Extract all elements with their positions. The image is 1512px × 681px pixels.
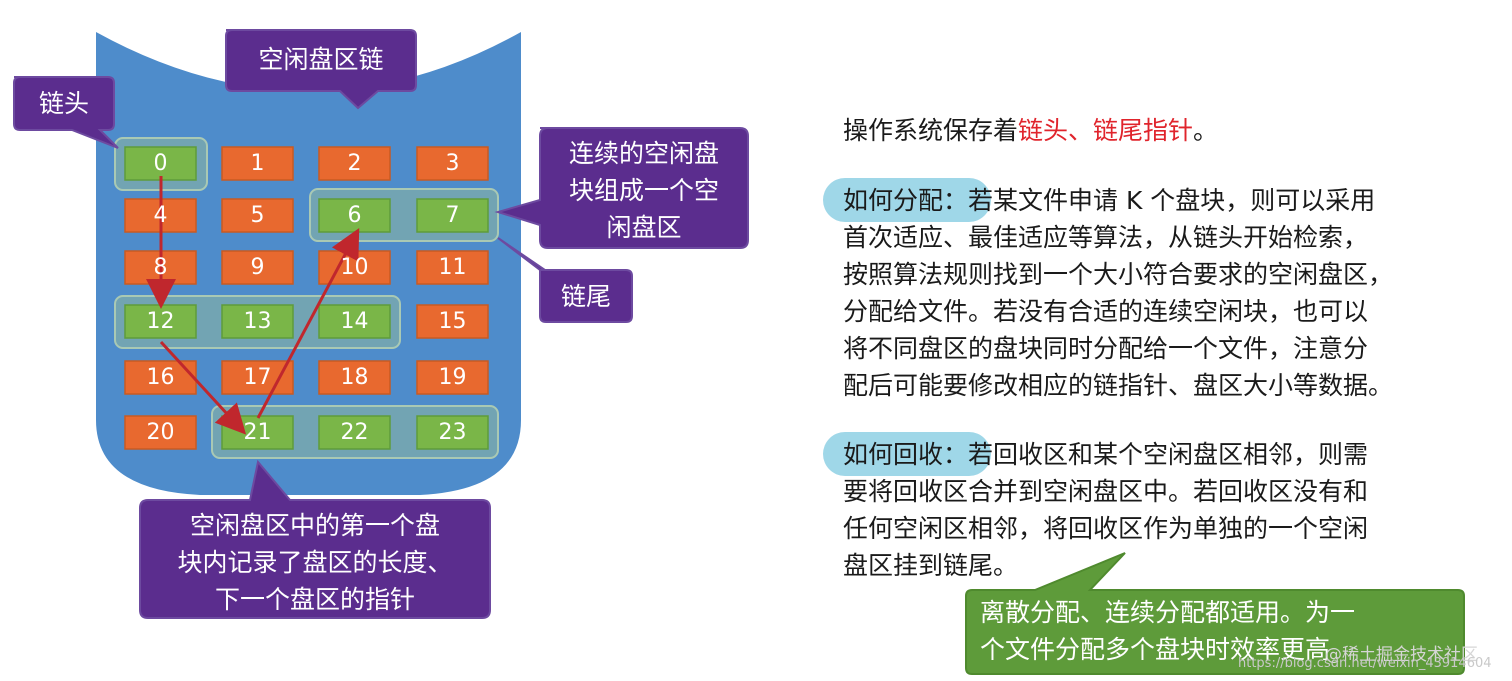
line1-suffix: 。: [1193, 116, 1219, 145]
recycle-label: 如何回收：: [843, 440, 969, 469]
used-block: [416, 360, 489, 395]
chain-arrow-21-to-6: [256, 228, 360, 419]
block-number: 20: [146, 420, 175, 445]
note-line: 离散分配、连续分配都适用。为一: [980, 598, 1356, 627]
alloc-line: 将不同盘区的盘块同时分配给一个文件，注意分: [843, 334, 1369, 363]
tail-callout-box: [497, 237, 633, 323]
free-block: [124, 146, 197, 181]
block-number: 1: [250, 151, 265, 176]
contiguous-callout-box: [494, 127, 749, 249]
note-callout-box: [965, 552, 1465, 675]
alloc-label-highlight: [823, 178, 991, 222]
watermark-community: @稀土掘金技术社区: [1325, 645, 1478, 665]
free-block: [318, 198, 391, 233]
used-block: [416, 146, 489, 181]
block-number: 8: [153, 255, 168, 280]
block-number: 19: [438, 365, 467, 390]
first-block-callout-box: [139, 459, 491, 619]
note-line: 个文件分配多个盘块时效率更高: [980, 635, 1331, 664]
line1-prefix: 操作系统保存着: [843, 116, 1019, 145]
first-block-callout-line: 空闲盘区中的第一个盘: [189, 511, 440, 540]
block-number: 15: [438, 309, 467, 334]
head-callout: 链头: [38, 89, 89, 118]
block-number: 21: [243, 420, 272, 445]
head-callout-box: [13, 76, 119, 149]
first-block-callout-line: 块内记录了盘区的长度、: [177, 548, 453, 577]
used-block: [416, 304, 489, 339]
block-number: 9: [250, 255, 265, 280]
block-number: 0: [153, 151, 168, 176]
free-block: [221, 304, 294, 339]
used-block: [318, 146, 391, 181]
block-number: 4: [153, 203, 168, 228]
free-block: [416, 415, 489, 450]
block-number: 17: [243, 365, 272, 390]
free-block: [124, 304, 197, 339]
used-block: [416, 250, 489, 285]
block-number: 5: [250, 203, 265, 228]
block-number: 11: [438, 255, 467, 280]
block-number: 22: [340, 420, 369, 445]
contiguous-callout-line: 块组成一个空: [568, 176, 719, 205]
free-block: [416, 198, 489, 233]
block-number: 16: [146, 365, 175, 390]
recycle-line: 若回收区和某个空闲盘区相邻，则需: [968, 440, 1369, 469]
alloc-line: 首次适应、最佳适应等算法，从链头开始检索，: [843, 223, 1369, 252]
free-block: [318, 304, 391, 339]
alloc-line: 按照算法规则找到一个大小符合要求的空闲盘区，: [843, 260, 1394, 289]
block-number: 12: [146, 309, 175, 334]
line1-highlight: 链头、链尾指针: [1018, 116, 1194, 145]
used-block: [318, 360, 391, 395]
used-block: [221, 250, 294, 285]
block-number: 23: [438, 420, 467, 445]
title-callout: 空闲盘区链: [258, 45, 384, 74]
alloc-line: 若某文件申请 K 个盘块，则可以采用: [968, 186, 1376, 215]
recycle-line: 要将回收区合并到空闲盘区中。若回收区没有和: [843, 477, 1369, 506]
contiguous-callout: 连续的空闲盘 块组成一个空 闲盘区: [540, 135, 748, 246]
block-number: 6: [347, 203, 362, 228]
title-callout-box: [225, 29, 417, 110]
block-number: 2: [347, 151, 362, 176]
os-pointer-line: 操作系统保存着链头、链尾指针。: [843, 112, 1218, 149]
recycle-line: 任何空闲区相邻，将回收区作为单独的一个空闲: [843, 514, 1369, 543]
used-block: [221, 198, 294, 233]
chain-arrow-12-to-21: [159, 340, 247, 435]
first-block-callout-line: 下一个盘区的指针: [214, 585, 415, 614]
tail-callout: 链尾: [560, 282, 611, 311]
watermark-url: https://blog.csdn.net/weixin_43914604: [1238, 656, 1492, 671]
free-block: [318, 415, 391, 450]
recycle-label-highlight: [823, 432, 991, 476]
block-number: 3: [445, 151, 460, 176]
recycle-paragraph: 如何回收：若回收区和某个空闲盘区相邻，则需 要将回收区合并到空闲盘区中。若回收区…: [843, 436, 1368, 584]
block-number: 14: [340, 309, 369, 334]
alloc-line: 分配给文件。若没有合适的连续空闲块，也可以: [843, 297, 1369, 326]
block-number: 18: [340, 365, 369, 390]
block-number: 13: [243, 309, 272, 334]
used-block: [124, 415, 197, 450]
block-number: 10: [340, 255, 369, 280]
alloc-label: 如何分配：: [843, 186, 969, 215]
used-block: [221, 146, 294, 181]
recycle-line: 盘区挂到链尾。: [843, 551, 1019, 580]
block-number: 7: [445, 203, 460, 228]
note-callout: 离散分配、连续分配都适用。为一 个文件分配多个盘块时效率更高: [980, 594, 1450, 668]
first-block-callout: 空闲盘区中的第一个盘 块内记录了盘区的长度、 下一个盘区的指针: [140, 507, 490, 618]
alloc-paragraph: 如何分配：若某文件申请 K 个盘块，则可以采用 首次适应、最佳适应等算法，从链头…: [843, 182, 1393, 404]
contiguous-callout-line: 闲盘区: [606, 213, 682, 242]
alloc-line: 配后可能要修改相应的链指针、盘区大小等数据。: [843, 371, 1394, 400]
contiguous-callout-line: 连续的空闲盘: [568, 139, 719, 168]
